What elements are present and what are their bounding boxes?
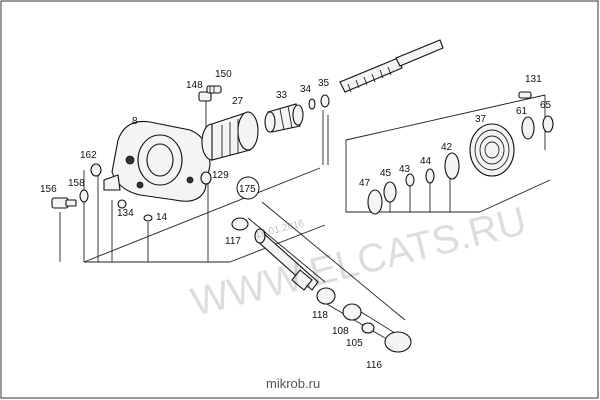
label-42: 42 bbox=[441, 142, 453, 153]
screw-134 bbox=[117, 199, 127, 209]
piston-27 bbox=[201, 111, 259, 161]
fitting-156 bbox=[51, 197, 77, 209]
ring-14 bbox=[143, 214, 153, 222]
label-158: 158 bbox=[68, 178, 85, 189]
ring-105 bbox=[361, 322, 375, 334]
ring-44 bbox=[425, 168, 435, 184]
label-148: 148 bbox=[186, 80, 203, 91]
ring-117 bbox=[231, 217, 249, 231]
label-108: 108 bbox=[332, 326, 349, 337]
label-150: 150 bbox=[215, 69, 232, 80]
ring-108 bbox=[342, 303, 362, 321]
shaft-assembly bbox=[254, 228, 319, 291]
cap-37 bbox=[469, 123, 515, 177]
label-37: 37 bbox=[475, 114, 487, 125]
label-105: 105 bbox=[346, 338, 363, 349]
ring-43 bbox=[405, 173, 415, 187]
watermark-date: 19.01.2016 bbox=[254, 218, 306, 241]
leader-lines bbox=[59, 94, 551, 339]
ring-34 bbox=[308, 98, 316, 110]
ring-162 bbox=[90, 163, 102, 177]
ring-129 bbox=[200, 171, 212, 185]
label-14: 14 bbox=[156, 212, 168, 223]
label-61: 61 bbox=[516, 106, 528, 117]
label-8: 8 bbox=[132, 116, 138, 127]
ring-47 bbox=[367, 189, 383, 215]
label-34: 34 bbox=[300, 84, 312, 95]
label-35: 35 bbox=[318, 78, 330, 89]
footer-site: mikrob.ru bbox=[266, 376, 320, 391]
label-134: 134 bbox=[117, 208, 134, 219]
label-45: 45 bbox=[380, 168, 392, 179]
label-129: 129 bbox=[212, 170, 229, 181]
bolt-150 bbox=[206, 85, 222, 94]
ring-158 bbox=[79, 189, 89, 203]
steering-housing bbox=[103, 120, 211, 202]
label-131: 131 bbox=[525, 74, 542, 85]
ring-61 bbox=[521, 116, 535, 140]
ring-45 bbox=[383, 181, 397, 203]
label-162: 162 bbox=[80, 150, 97, 161]
label-117: 117 bbox=[225, 236, 241, 247]
rack-bellows bbox=[339, 39, 444, 93]
label-47: 47 bbox=[359, 178, 371, 189]
part-labels: 8 14 27 33 34 35 37 42 43 44 45 47 61 65… bbox=[40, 69, 552, 371]
label-175: 175 bbox=[239, 184, 256, 195]
label-44: 44 bbox=[420, 156, 432, 167]
ring-65 bbox=[542, 115, 554, 133]
bolt-148 bbox=[198, 91, 212, 102]
ring-116 bbox=[384, 331, 412, 353]
ring-35 bbox=[320, 94, 330, 108]
label-43: 43 bbox=[399, 164, 411, 175]
label-118: 118 bbox=[312, 310, 328, 321]
label-116: 116 bbox=[366, 360, 382, 371]
ring-42 bbox=[444, 152, 460, 180]
callout-circle-175 bbox=[236, 176, 260, 200]
label-33: 33 bbox=[276, 90, 288, 101]
valve-33 bbox=[264, 103, 304, 133]
ring-118 bbox=[316, 287, 336, 305]
label-27: 27 bbox=[232, 96, 244, 107]
label-65: 65 bbox=[540, 100, 552, 111]
label-156: 156 bbox=[40, 184, 57, 195]
screw-131 bbox=[518, 91, 532, 99]
